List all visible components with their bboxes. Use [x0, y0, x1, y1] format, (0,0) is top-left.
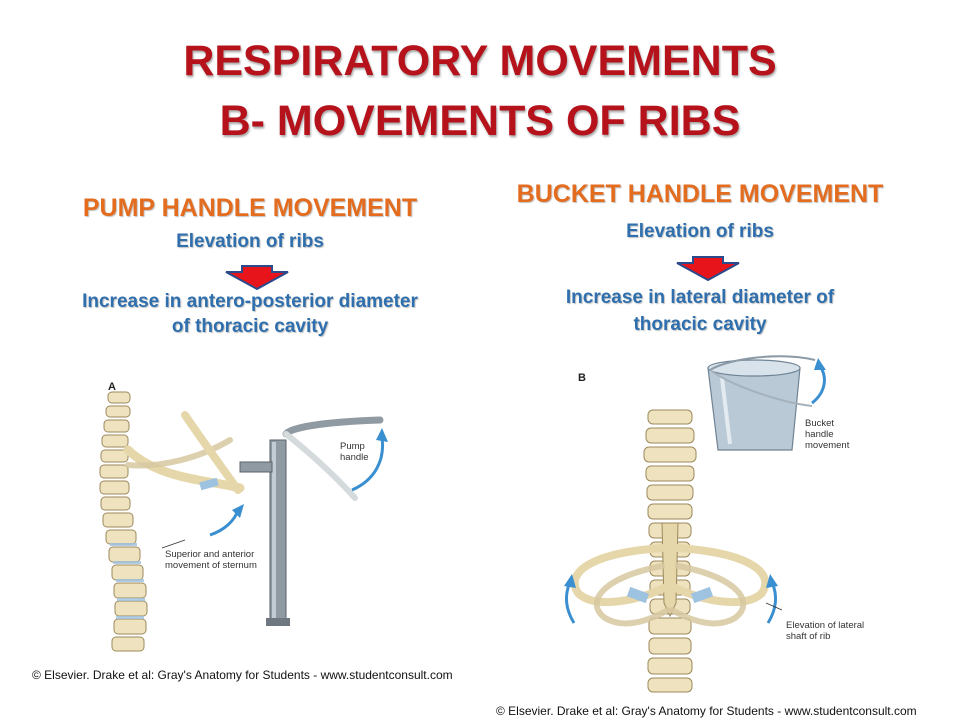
bucket-handle-heading: BUCKET HANDLE MOVEMENT: [516, 180, 884, 208]
pump-result-line1: Increase in antero-posterior diameter: [82, 291, 418, 312]
shaft-label-line2: shaft of rib: [786, 631, 831, 642]
shaft-label-line1: Elevation of lateral: [786, 620, 865, 631]
bucket-result-line2: thoracic cavity: [633, 314, 767, 335]
bucket-result-line1: Increase in lateral diameter of: [565, 287, 835, 308]
figure-a-letter: A: [108, 381, 116, 393]
pump-result-line2: of thoracic cavity: [171, 316, 329, 337]
slide-title-line1: RESPIRATORY MOVEMENTS: [183, 37, 777, 85]
bucket-illustration: [707, 355, 816, 451]
pump-handle-figure: [99, 391, 388, 652]
figure-b-letter: B: [578, 372, 586, 384]
bucket-handle-label: Bucket handle movement: [805, 418, 849, 451]
lateral-shaft-label: Elevation of lateral shaft of rib: [786, 620, 864, 642]
sternum-label-line2: movement of sternum: [165, 560, 257, 571]
bucket-label-line2: handle: [805, 429, 834, 440]
credit-left: © Elsevier. Drake et al: Gray's Anatomy …: [32, 668, 453, 682]
bucket-label-line1: Bucket: [805, 418, 835, 429]
slide-title-line2: B- MOVEMENTS OF RIBS: [219, 97, 741, 145]
credit-right: © Elsevier. Drake et al: Gray's Anatomy …: [496, 704, 917, 718]
pump-handle-heading: PUMP HANDLE MOVEMENT: [82, 194, 418, 222]
water-pump-illustration: [239, 416, 384, 626]
bucket-elevation-text: Elevation of ribs: [626, 221, 774, 242]
bucket-down-arrow: [676, 256, 740, 281]
sternum-label-line1: Superior and anterior: [165, 549, 255, 560]
bucket-handle-figure: [564, 355, 826, 693]
bucket-label-line3: movement: [805, 440, 850, 451]
rib-upper: [125, 437, 233, 469]
rib-lower: [123, 445, 245, 493]
spine-illustration: [99, 391, 148, 652]
sternum: [181, 411, 242, 494]
pump-handle-label: Pump handle: [340, 441, 369, 463]
pump-handle-label-line2: handle: [340, 452, 369, 463]
pump-down-arrow: [225, 265, 289, 290]
pump-elevation-text: Elevation of ribs: [176, 231, 324, 252]
pump-handle-label-line1: Pump: [340, 441, 365, 452]
sternum-movement-label: Superior and anterior movement of sternu…: [165, 549, 257, 571]
